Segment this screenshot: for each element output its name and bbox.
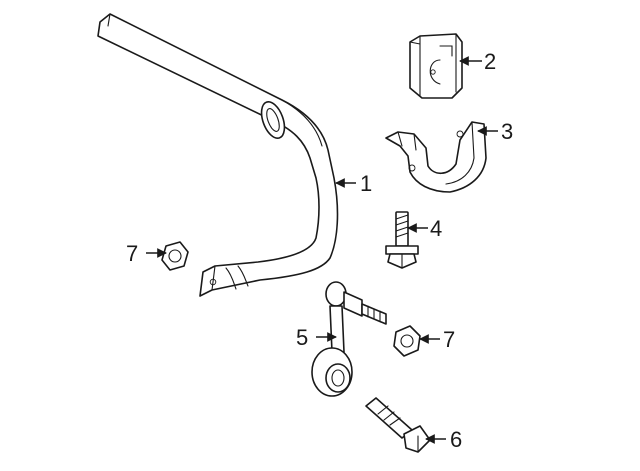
callout-7-left: 7 <box>126 241 138 266</box>
stabilizer-link <box>311 281 387 397</box>
nut-right <box>393 325 421 357</box>
bushing-bracket <box>385 121 487 193</box>
bracket-bolt <box>385 211 419 269</box>
callout-7-right: 7 <box>443 327 455 352</box>
stabilizer-bar <box>97 13 339 297</box>
callout-5: 5 <box>296 325 308 350</box>
link-bolt <box>365 397 431 453</box>
callout-3: 3 <box>501 119 513 144</box>
callout-4: 4 <box>430 216 442 241</box>
callout-2: 2 <box>484 49 496 74</box>
callout-6: 6 <box>450 427 462 452</box>
stabilizer-bushing <box>409 33 463 99</box>
callout-1: 1 <box>360 171 372 196</box>
nut-left <box>161 241 189 271</box>
